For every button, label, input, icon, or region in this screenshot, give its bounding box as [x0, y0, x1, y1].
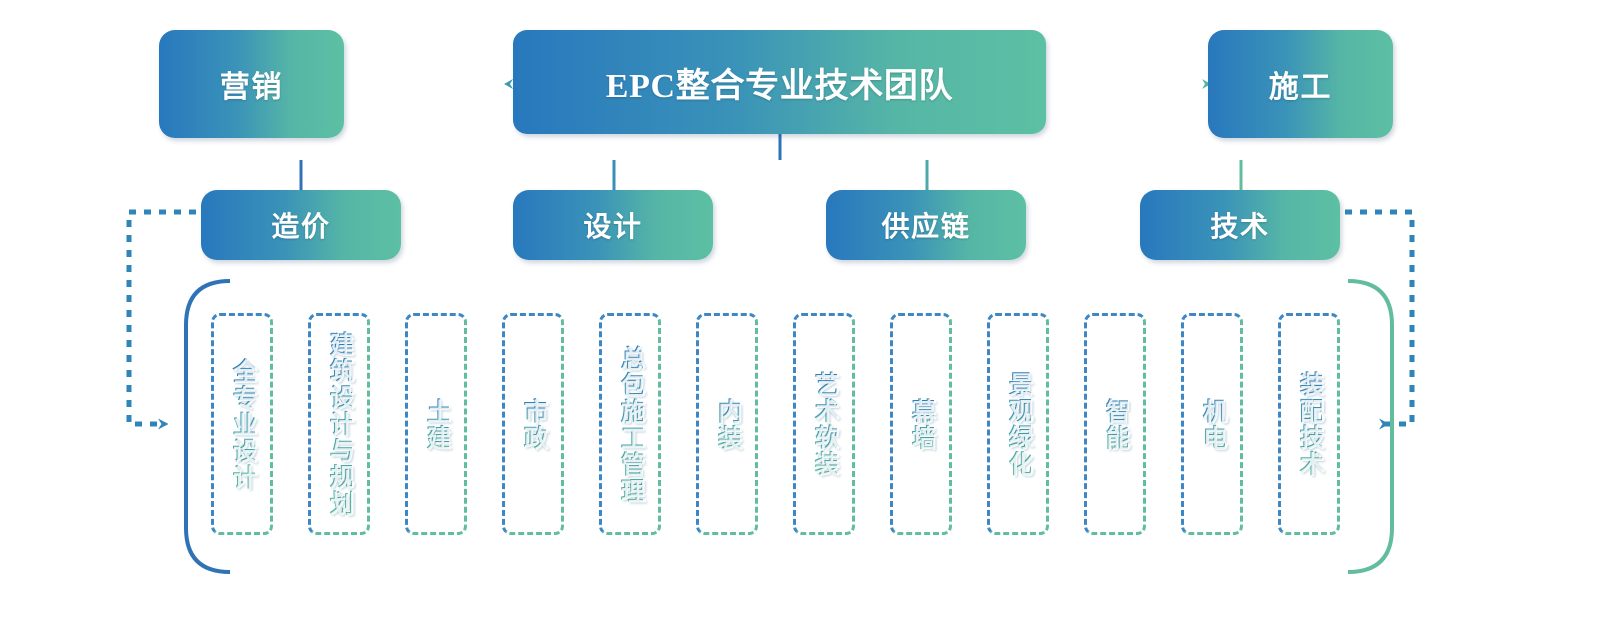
leaf-label: 景观绿化	[1004, 371, 1032, 477]
leaf-card-curtain-wall[interactable]: 幕墙	[890, 313, 952, 535]
node-branch-design-label: 设计	[583, 212, 643, 243]
leaf-card-landscape-greening[interactable]: 景观绿化	[987, 313, 1049, 535]
leaf-card-art-soft-decoration[interactable]: 艺术软装	[793, 313, 855, 535]
leaf-card-architecture-planning[interactable]: 建筑设计与规划	[308, 313, 370, 535]
leaf-card-prefab-technology[interactable]: 装配技术	[1278, 313, 1340, 535]
leaf-label: 机电	[1198, 397, 1226, 451]
node-branch-design[interactable]: 设计	[513, 190, 713, 260]
outer-dotted-bracket-left	[126, 209, 196, 430]
leaf-card-municipal[interactable]: 市政	[502, 313, 564, 535]
leaf-card-civil[interactable]: 土建	[405, 313, 467, 535]
node-root[interactable]: EPC整合专业技术团队	[513, 30, 1046, 134]
leaf-card-interior[interactable]: 内装	[696, 313, 758, 535]
leaf-card-gc-construction-mgmt[interactable]: 总包施工管理	[599, 313, 661, 535]
leaf-label: 土建	[422, 397, 450, 451]
leaf-card-full-discipline-design[interactable]: 全专业设计	[211, 313, 273, 535]
leaf-label: 总包施工管理	[616, 344, 644, 504]
node-branch-supplychain-label: 供应链	[881, 212, 971, 243]
leaf-label: 装配技术	[1295, 371, 1323, 477]
node-branch-technology-label: 技术	[1210, 212, 1270, 243]
leaf-label: 内装	[713, 397, 741, 451]
leaf-label: 智能	[1101, 397, 1129, 451]
node-marketing-label: 营销	[219, 71, 284, 104]
node-construction[interactable]: 施工	[1208, 30, 1393, 138]
leaf-label: 市政	[519, 397, 547, 451]
node-branch-cost[interactable]: 造价	[201, 190, 401, 260]
leaf-label: 建筑设计与规划	[325, 331, 353, 517]
node-branch-supplychain[interactable]: 供应链	[826, 190, 1026, 260]
leaf-card-intelligent[interactable]: 智能	[1084, 313, 1146, 535]
node-root-label: EPC整合专业技术团队	[605, 67, 954, 105]
node-marketing[interactable]: 营销	[159, 30, 344, 138]
connector-branch-bus	[299, 158, 1243, 190]
leaf-label: 艺术软装	[810, 371, 838, 477]
leaf-label: 全专业设计	[228, 357, 256, 491]
node-branch-cost-label: 造价	[271, 212, 331, 243]
leaf-label: 幕墙	[907, 397, 935, 451]
outer-dotted-bracket-right	[1345, 209, 1415, 430]
node-branch-technology[interactable]: 技术	[1140, 190, 1340, 260]
leaf-card-mep[interactable]: 机电	[1181, 313, 1243, 535]
node-construction-label: 施工	[1268, 71, 1333, 104]
